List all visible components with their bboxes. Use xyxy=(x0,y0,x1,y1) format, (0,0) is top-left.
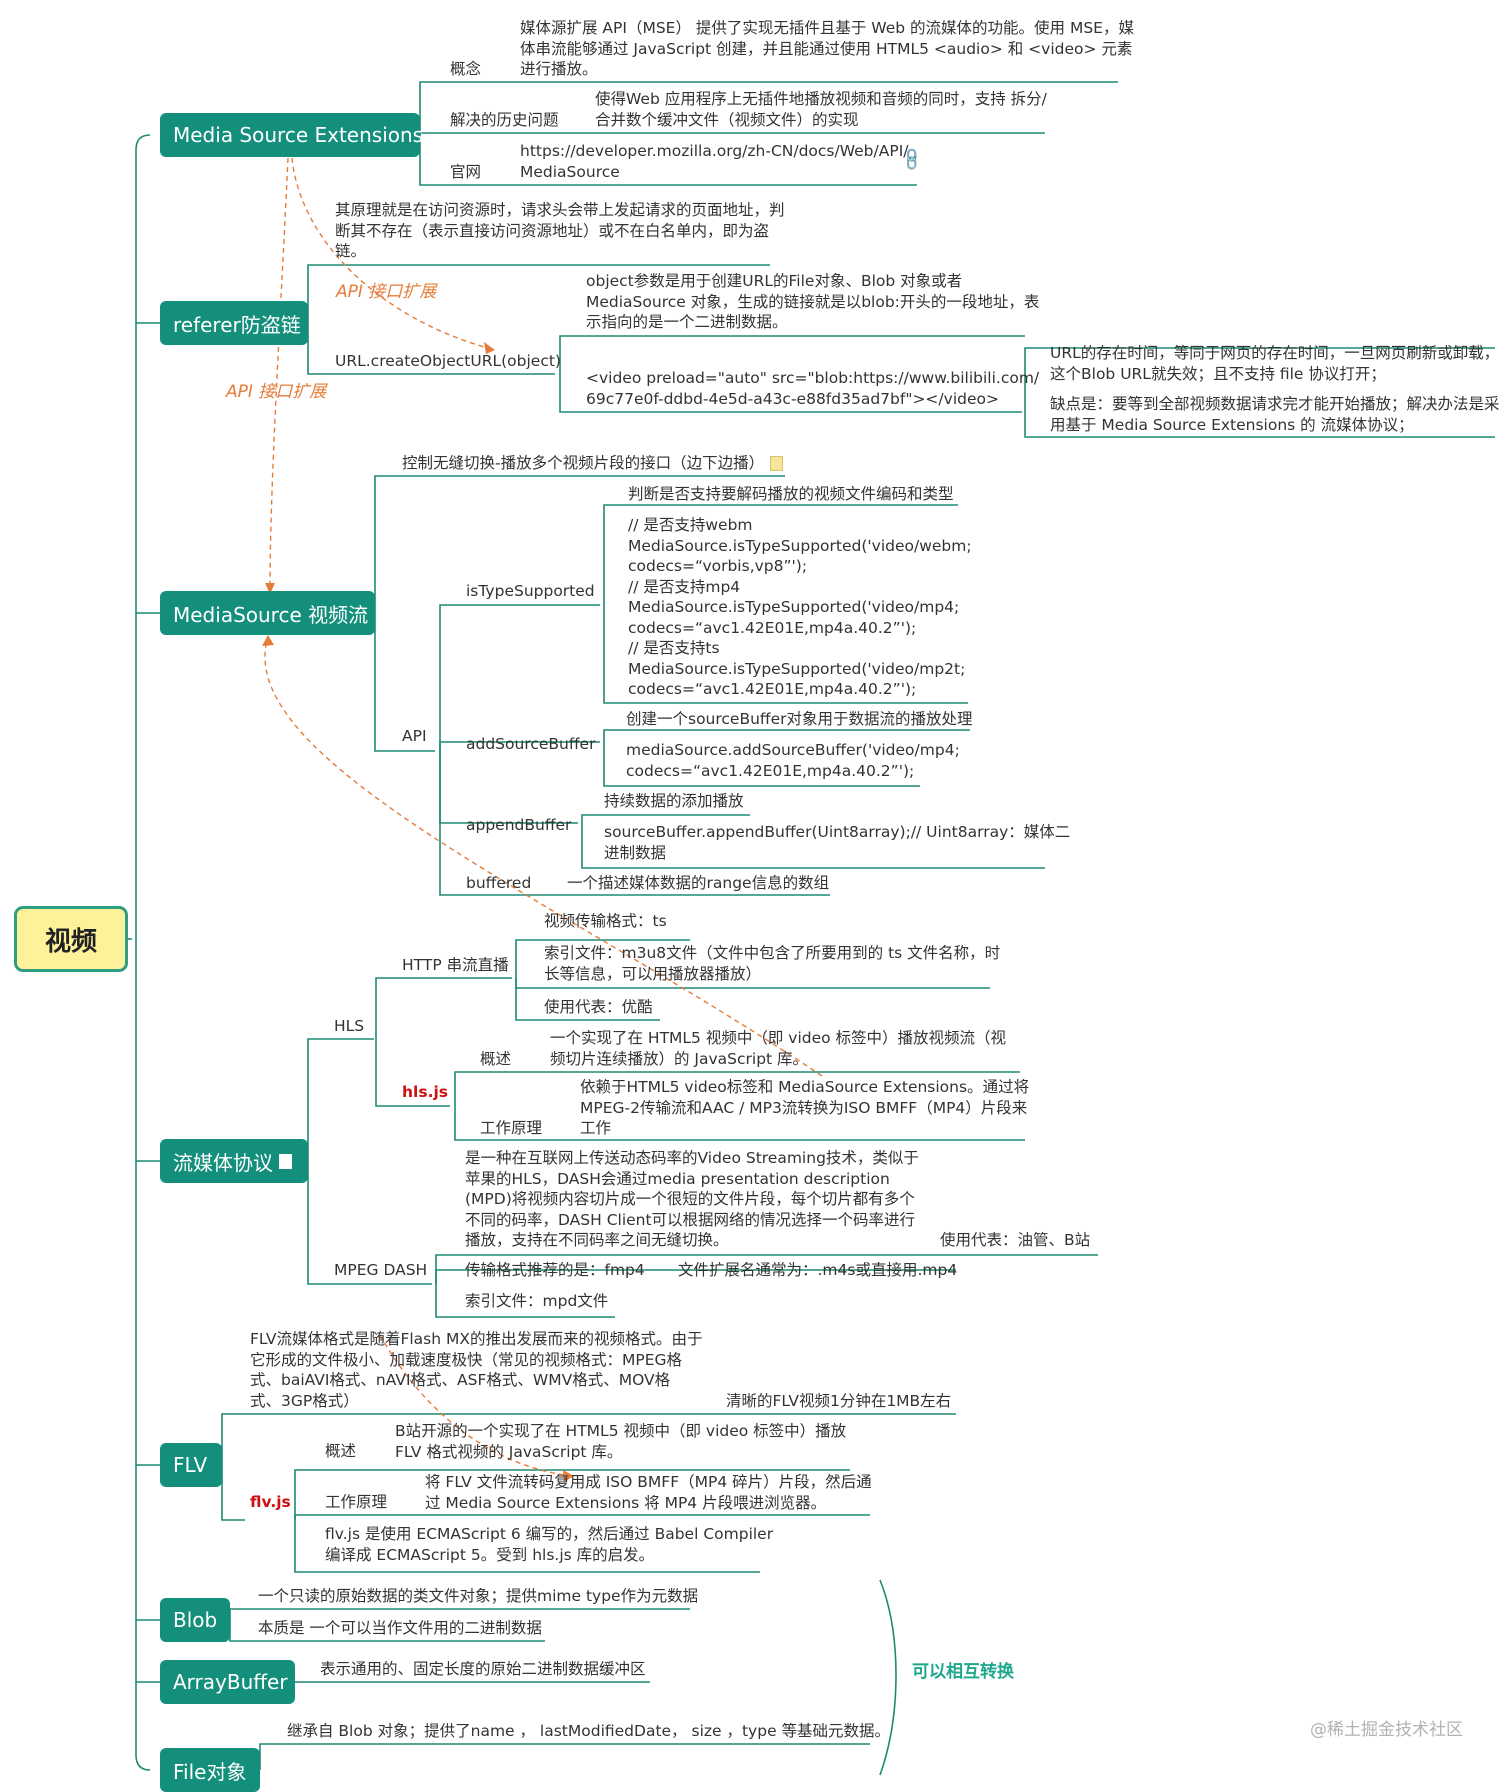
hlsjs-principle-label: 工作原理 xyxy=(480,1119,543,1137)
mediasource-control: 控制无缝切换-播放多个视频片段的接口（边下边播） xyxy=(402,453,784,474)
topic-label: Blob xyxy=(173,1608,218,1632)
hls-index-file: 索引文件：m3u8文件（文件中包含了所要用到的 ts 文件名称，时 长等信息，可… xyxy=(544,944,1001,983)
topic-referer[interactable]: referer防盗链 xyxy=(160,301,308,345)
hls-label: HLS xyxy=(334,1017,365,1035)
arraybuffer-desc: 表示通用的、固定长度的原始二进制数据缓冲区 xyxy=(320,1660,646,1678)
dash-format: 传输格式推荐的是：fmp4 xyxy=(465,1261,645,1279)
append-buffer-label: appendBuffer xyxy=(466,816,572,834)
flvjs-overview-label: 概述 xyxy=(325,1442,357,1460)
flvjs-principle: 将 FLV 文件流转码复用成 ISO BMFF（MP4 碎片）片段，然后通 过 … xyxy=(425,1473,872,1512)
topic-media-source-extensions[interactable]: Media Source Extensions xyxy=(160,113,424,157)
is-type-supported-label: isTypeSupported xyxy=(466,582,595,600)
add-source-buffer-label: addSourceBuffer xyxy=(466,735,596,753)
topic-label: ArrayBuffer xyxy=(173,1670,288,1694)
hls-representative: 使用代表：优酷 xyxy=(544,998,653,1016)
append-buffer-code: sourceBuffer.appendBuffer(Uint8array);//… xyxy=(604,823,1071,862)
flvjs-principle-label: 工作原理 xyxy=(325,1493,388,1511)
topic-label: FLV xyxy=(173,1453,208,1477)
mse-history-label: 解决的历史问题 xyxy=(450,111,559,129)
topic-label: 流媒体协议 xyxy=(173,1150,273,1175)
hlsjs-overview-label: 概述 xyxy=(480,1050,512,1068)
topic-blob[interactable]: Blob xyxy=(160,1598,230,1642)
file-desc: 继承自 Blob 对象；提供了name ， lastModifiedDate， … xyxy=(287,1722,891,1740)
dash-index-file: 索引文件：mpd文件 xyxy=(465,1292,609,1310)
topic-streaming-protocols[interactable]: 流媒体协议 xyxy=(160,1139,308,1183)
hlsjs-principle: 依赖于HTML5 video标签和 MediaSource Extensions… xyxy=(580,1078,1030,1137)
api-extension-annotation: API 接口扩展 xyxy=(336,282,437,302)
flvjs-written: flv.js 是使用 ECMAScript 6 编写的，然后通过 Babel C… xyxy=(325,1525,774,1564)
root-label: 视频 xyxy=(44,926,97,957)
video-blob-tag: <video preload="auto" src="blob:https://… xyxy=(586,369,1040,408)
is-type-supported-code: // 是否支持webm MediaSource.isTypeSupported(… xyxy=(628,516,972,698)
is-type-supported-desc: 判断是否支持要解码播放的视频文件编码和类型 xyxy=(628,485,954,503)
dash-description: 是一种在互联网上传送动态码率的Video Streaming技术，类似于 苹果的… xyxy=(465,1149,919,1249)
topic-arraybuffer[interactable]: ArrayBuffer xyxy=(160,1660,295,1704)
dash-extension: 文件扩展名通常为：.m4s或直接用.mp4 xyxy=(678,1261,958,1279)
topic-label: Media Source Extensions xyxy=(173,123,424,147)
topic-label: referer防盗链 xyxy=(173,312,301,337)
mpeg-dash-label: MPEG DASH xyxy=(334,1261,428,1279)
referer-principle: 其原理就是在访问资源时，请求头会带上发起请求的页面地址，判 断其不存在（表示直接… xyxy=(335,201,785,260)
mse-site-link[interactable]: https://developer.mozilla.org/zh-CN/docs… xyxy=(520,142,909,181)
mutual-conversion-label: 可以相互转换 xyxy=(912,1662,1014,1682)
blob-url-lifetime: URL的存在时间，等同于网页的存在时间，一旦网页刷新或卸载， 这个Blob UR… xyxy=(1050,344,1500,383)
note-icon xyxy=(279,1153,292,1169)
note-icon xyxy=(770,456,784,471)
watermark: @稀土掘金技术社区 xyxy=(1310,1720,1463,1740)
api-label: API xyxy=(402,727,427,745)
create-object-url-desc: object参数是用于创建URL的File对象、Blob 对象或者 MediaS… xyxy=(586,272,1040,331)
topic-flv[interactable]: FLV xyxy=(160,1443,222,1487)
topic-label: MediaSource 视频流 xyxy=(173,602,369,627)
hls-format: 视频传输格式：ts xyxy=(544,912,667,930)
root-node[interactable]: 视频 xyxy=(14,906,128,972)
blob-desc-1: 一个只读的原始数据的类文件对象；提供mime type作为元数据 xyxy=(258,1587,699,1605)
create-object-url-label: URL.createObjectURL(object) xyxy=(335,352,561,370)
flvjs-label: flv.js xyxy=(250,1493,291,1511)
mse-history-text: 使得Web 应用程序上无插件地播放视频和音频的同时，支持 拆分/ 合并数个缓冲文… xyxy=(595,90,1047,129)
http-live-streaming-label: HTTP 串流直播 xyxy=(402,956,509,974)
add-source-buffer-desc: 创建一个sourceBuffer对象用于数据流的播放处理 xyxy=(626,710,973,728)
topic-label: File对象 xyxy=(173,1759,247,1784)
hlsjs-label: hls.js xyxy=(402,1083,449,1101)
dash-representative: 使用代表：油管、B站 xyxy=(940,1231,1091,1249)
buffered-desc: 一个描述媒体数据的range信息的数组 xyxy=(567,874,830,892)
blob-url-drawback: 缺点是：要等到全部视频数据请求完才能开始播放；解决办法是采 用基于 Media … xyxy=(1050,395,1500,434)
mse-concept-label: 概念 xyxy=(450,60,482,78)
api-extension-annotation: API 接口扩展 xyxy=(226,382,327,402)
hlsjs-overview: 一个实现了在 HTML5 视频中（即 video 标签中）播放视频流（视 频切片… xyxy=(550,1029,1007,1068)
add-source-buffer-code: mediaSource.addSourceBuffer('video/mp4; … xyxy=(626,741,960,780)
topic-mediasource-stream[interactable]: MediaSource 视频流 xyxy=(160,591,375,635)
buffered-label: buffered xyxy=(466,874,532,892)
flv-size: 清晰的FLV视频1分钟在1MB左右 xyxy=(726,1392,952,1410)
mse-site-label: 官网 xyxy=(450,163,482,181)
blob-desc-2: 本质是 一个可以当作文件用的二进制数据 xyxy=(258,1619,542,1637)
flv-description: FLV流媒体格式是随着Flash MX的推出发展而来的视频格式。由于 它形成的文… xyxy=(250,1330,703,1410)
mse-concept-text: 媒体源扩展 API（MSE） 提供了实现无插件且基于 Web 的流媒体的功能。使… xyxy=(520,19,1134,78)
append-buffer-desc: 持续数据的添加播放 xyxy=(604,792,744,810)
flvjs-overview: B站开源的一个实现了在 HTML5 视频中（即 video 标签中）播放 FLV… xyxy=(395,1422,847,1461)
mediasource-control-text: 控制无缝切换-播放多个视频片段的接口（边下边播） xyxy=(402,454,765,472)
topic-file[interactable]: File对象 xyxy=(160,1748,260,1792)
